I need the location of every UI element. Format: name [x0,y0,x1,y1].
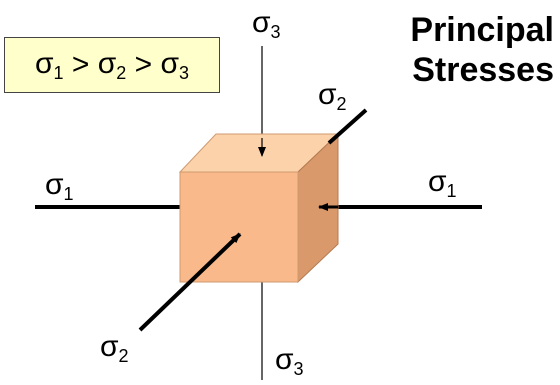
title-line-2: Stresses [412,51,554,89]
sigma3-bottom-label: σ3 [275,343,304,379]
cond-sigma-2: σ2 [97,46,127,83]
title-line-1: Principal [410,11,554,49]
sigma2-bottom-label: σ2 [100,330,129,366]
sigma3-top-label: σ3 [252,6,281,42]
sigma2-top-label: σ2 [318,78,347,114]
cond-sigma-1: σ1 [35,46,64,83]
sigma2-bottom-arrow [138,232,242,332]
stress-order-box: σ1 > σ2 > σ3 [4,37,220,93]
cond-gt-2: > [126,48,161,81]
diagram-title: Principal Stresses [354,10,554,90]
cond-gt-1: > [63,48,98,81]
cond-sigma-3: σ3 [160,46,189,83]
sigma2-top-line [327,108,368,145]
sigma1-left-label: σ1 [45,168,74,204]
cube-front-face [179,171,299,283]
sigma1-right-label: σ1 [428,165,457,201]
